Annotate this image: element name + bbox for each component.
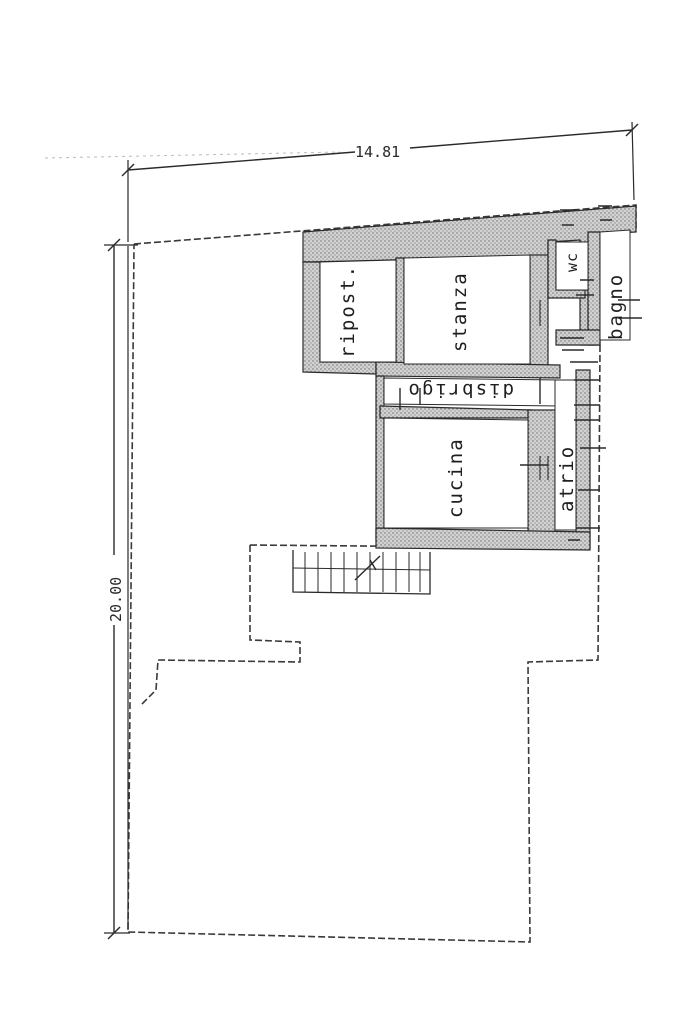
openings	[399, 205, 642, 541]
room-label-disbrigo: disbrigo	[406, 379, 514, 401]
room-label-atrio: atrio	[556, 445, 578, 512]
room-label-stanza: stanza	[449, 271, 471, 352]
scan-noise-line	[44, 151, 341, 159]
room-label-cucina: cucina	[445, 437, 467, 518]
room-label-bagno: bagno	[605, 273, 627, 340]
depth-dimension: 20.00	[104, 238, 138, 940]
room-interiors	[319, 229, 631, 531]
room-labels: ripost. stanza disbrigo cucina atrio bag…	[337, 252, 627, 518]
depth-dimension-label: 20.00	[107, 577, 125, 622]
staircase	[292, 550, 431, 595]
building-walls	[302, 205, 637, 551]
room-label-wc: wc	[563, 252, 581, 272]
room-label-ripostiglio: ripost.	[337, 264, 359, 358]
width-dimension-label: 14.81	[355, 143, 400, 161]
width-dimension: 14.81	[121, 121, 639, 242]
